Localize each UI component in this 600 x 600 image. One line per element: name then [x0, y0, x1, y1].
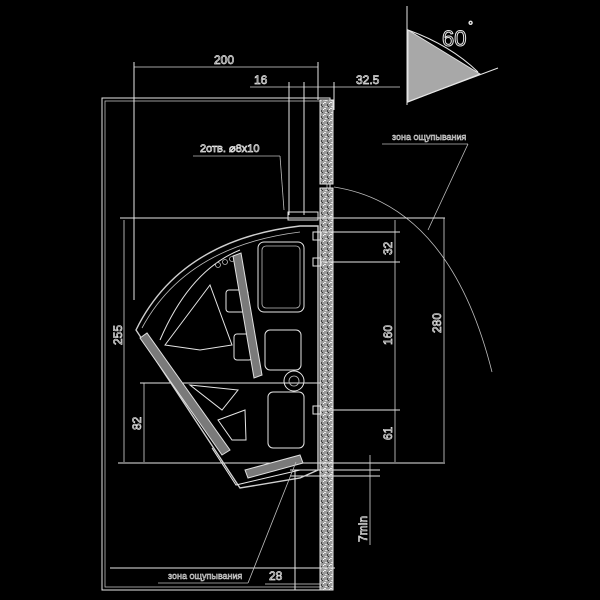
zone-top-leader	[427, 143, 469, 231]
dim-7min: 7min	[356, 516, 370, 542]
swing-arc	[333, 186, 493, 373]
dim-280: 280	[430, 313, 444, 333]
angle-indicator	[406, 6, 499, 105]
bottom-dimension	[265, 470, 321, 590]
dim-28: 28	[269, 569, 283, 583]
angle-label: 60	[442, 26, 466, 51]
cabinet-outline	[101, 97, 331, 591]
angle-unit: °	[468, 18, 473, 33]
reference-lines	[110, 217, 445, 569]
zone-top-label: зона ощупывания	[392, 132, 467, 142]
dim-255: 255	[111, 325, 125, 345]
top-dimension-lines	[133, 62, 400, 300]
dim-61: 61	[381, 426, 395, 440]
seals	[139, 252, 304, 479]
left-dimension-lines	[123, 220, 145, 462]
dim-16: 16	[254, 73, 268, 87]
dim-160: 160	[381, 325, 395, 345]
right-dimension-lines	[369, 218, 445, 545]
dim-32: 32	[381, 241, 395, 255]
wall-section	[319, 99, 334, 591]
holes-label: 2отв. ⌀8x10	[200, 143, 259, 155]
hinge-mechanism	[135, 211, 322, 489]
dim-82: 82	[130, 416, 144, 430]
mechanism-lower-edge	[211, 447, 301, 486]
dim-32-5: 32.5	[356, 73, 380, 87]
dim-200: 200	[214, 53, 234, 67]
zone-bottom-leader	[247, 461, 297, 584]
zone-bottom-label: зона ощупывания	[168, 571, 243, 581]
